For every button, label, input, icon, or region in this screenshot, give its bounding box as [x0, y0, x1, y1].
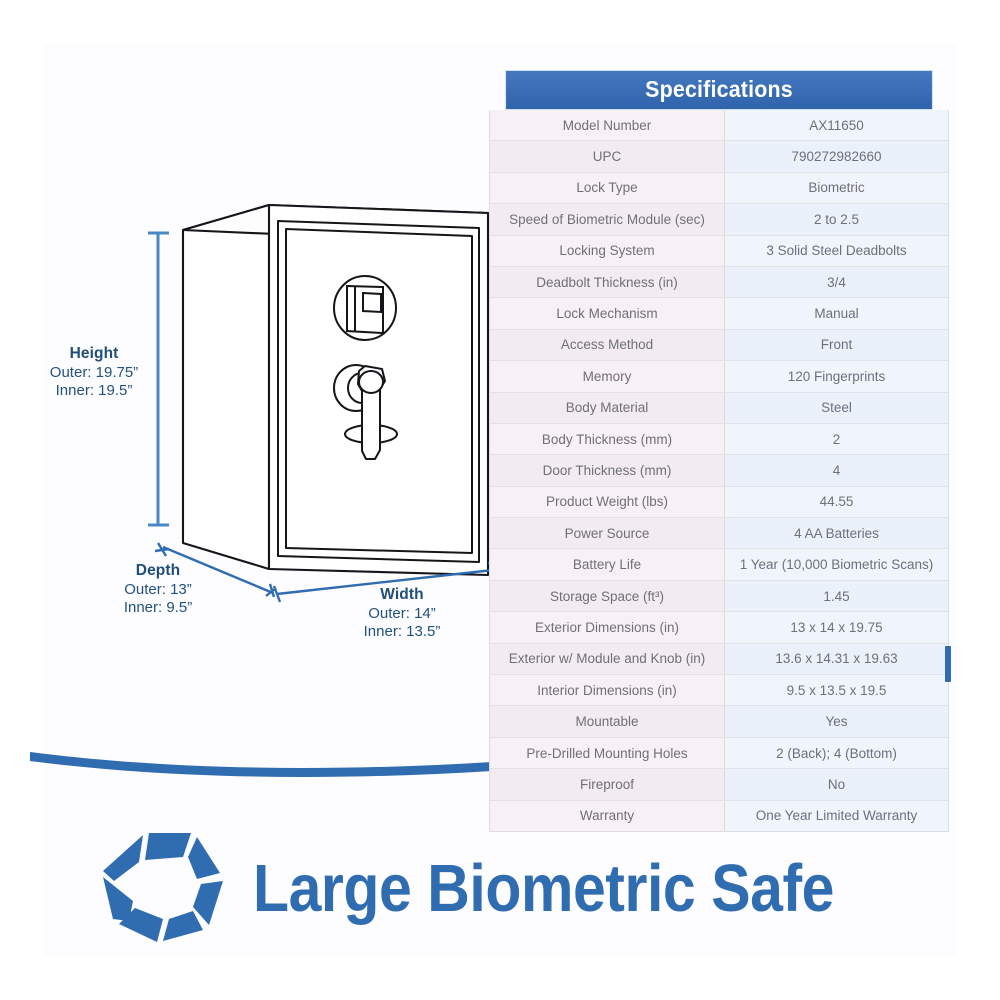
spec-key-cell: Exterior Dimensions (in): [490, 612, 725, 643]
spec-value-cell: 4 AA Batteries: [725, 518, 948, 549]
hexagon-pinwheel-logo-icon: [102, 833, 223, 942]
spec-value-cell: One Year Limited Warranty: [725, 800, 948, 831]
width-dimension-label: Width Outer: 14” Inner: 13.5”: [322, 586, 482, 642]
spec-value-cell: 13 x 14 x 19.75: [725, 612, 948, 643]
spec-value-cell: 120 Fingerprints: [725, 361, 948, 392]
spec-value-cell: Manual: [725, 298, 948, 329]
depth-label-title: Depth: [135, 562, 181, 579]
spec-value-cell: AX11650: [725, 110, 948, 141]
table-row: Body Thickness (mm)2: [490, 422, 948, 455]
table-row: Exterior w/ Module and Knob (in)13.6 x 1…: [490, 642, 948, 675]
spec-key-cell: UPC: [490, 141, 725, 172]
product-title: Large Biometric Safe: [252, 850, 834, 926]
spec-key-cell: Pre-Drilled Mounting Holes: [490, 737, 725, 769]
safe-dimension-diagram: Height Outer: 19.75” Inner: 19.5” Depth …: [0, 0, 500, 760]
spec-value-cell: 9.5 x 13.5 x 19.5: [725, 675, 948, 706]
spec-key-cell: Mountable: [490, 706, 725, 737]
spec-value-cell: 790272982660: [725, 141, 948, 172]
blue-wave-divider: [30, 752, 492, 777]
spec-value-cell: 2: [725, 423, 948, 455]
spec-value-cell: 4: [725, 455, 948, 486]
spec-key-cell: Body Thickness (mm): [490, 423, 725, 455]
spec-key-cell: Deadbolt Thickness (in): [490, 266, 725, 298]
width-label-title: Width: [380, 586, 424, 603]
safe-door-frame: [277, 220, 480, 563]
spec-key-cell: Door Thickness (mm): [490, 455, 725, 486]
depth-dimension-label: Depth Outer: 13” Inner: 9.5”: [88, 562, 228, 618]
brand-footer: Large Biometric Safe: [0, 818, 1000, 958]
height-inner-value: Inner: 19.5”: [55, 382, 133, 400]
safe-line-drawing-svg: [148, 203, 498, 603]
spec-key-cell: Fireproof: [490, 769, 725, 800]
spec-value-cell: Steel: [725, 392, 948, 423]
safe-handle-icon: [333, 364, 398, 460]
table-row: Door Thickness (mm)4: [490, 454, 948, 486]
table-row: Storage Space (ft³)1.45: [490, 579, 948, 612]
spec-key-cell: Locking System: [490, 235, 725, 266]
specifications-title: Specifications: [505, 70, 933, 110]
height-outer-value: Outer: 19.75”: [49, 363, 139, 381]
spec-value-cell: 2 to 2.5: [725, 204, 948, 235]
spec-value-cell: 3 Solid Steel Deadbolts: [725, 235, 948, 266]
spec-key-cell: Power Source: [490, 518, 725, 549]
table-row: Product Weight (lbs)44.55: [490, 485, 948, 518]
spec-value-cell: 3/4: [725, 266, 948, 298]
spec-key-cell: Warranty: [490, 800, 725, 831]
spec-value-cell: 1 Year (10,000 Biometric Scans): [725, 549, 948, 580]
spec-key-cell: Product Weight (lbs): [490, 486, 725, 518]
height-dimension-label: Height Outer: 19.75” Inner: 19.5”: [14, 345, 174, 401]
width-inner-value: Inner: 13.5”: [363, 623, 441, 641]
spec-value-cell: 13.6 x 14.31 x 19.63: [725, 643, 948, 675]
spec-value-cell: Front: [725, 329, 948, 361]
spec-key-cell: Lock Mechanism: [490, 298, 725, 329]
width-outer-value: Outer: 14”: [368, 604, 436, 622]
biometric-scanner-icon: [333, 275, 397, 341]
spec-value-cell: 2 (Back); 4 (Bottom): [725, 737, 948, 769]
spec-key-cell: Storage Space (ft³): [490, 580, 725, 612]
table-row: Interior Dimensions (in)9.5 x 13.5 x 19.…: [490, 674, 948, 706]
spec-key-cell: Lock Type: [490, 172, 725, 204]
table-edge-marker-right: [945, 646, 951, 682]
spec-key-cell: Battery Life: [490, 549, 725, 580]
spec-key-cell: Speed of Biometric Module (sec): [490, 204, 725, 235]
spec-value-cell: Yes: [725, 706, 948, 737]
spec-value-cell: Biometric: [725, 172, 948, 204]
depth-inner-value: Inner: 9.5”: [123, 599, 193, 617]
spec-key-cell: Interior Dimensions (in): [490, 675, 725, 706]
depth-dimension-line: [154, 542, 277, 598]
table-row: Exterior Dimensions (in)13 x 14 x 19.75: [490, 611, 948, 643]
spec-value-cell: 44.55: [725, 486, 948, 518]
spec-value-cell: 1.45: [725, 580, 948, 612]
spec-key-cell: Model Number: [490, 110, 725, 141]
height-dimension-line: [148, 231, 169, 527]
table-row: Deadbolt Thickness (in)3/4: [490, 265, 948, 298]
depth-outer-value: Outer: 13”: [124, 580, 192, 598]
spec-key-cell: Exterior w/ Module and Knob (in): [490, 643, 725, 675]
table-row: Speed of Biometric Module (sec)2 to 2.5: [490, 203, 948, 235]
spec-value-cell: No: [725, 769, 948, 800]
spec-key-cell: Body Material: [490, 392, 725, 423]
spec-key-cell: Access Method: [490, 329, 725, 361]
height-label-title: Height: [69, 345, 119, 362]
spec-key-cell: Memory: [490, 361, 725, 392]
